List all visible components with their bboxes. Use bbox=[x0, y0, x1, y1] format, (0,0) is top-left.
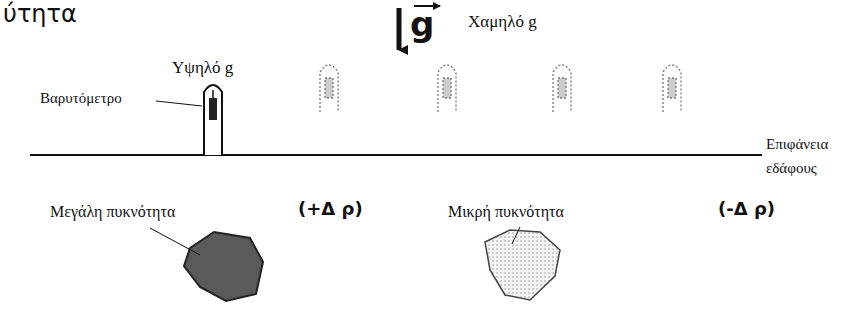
light-body bbox=[485, 230, 560, 300]
dense-body bbox=[184, 232, 263, 301]
gravity-arrow bbox=[397, 8, 402, 50]
gravimeter-positions bbox=[320, 65, 681, 112]
gravity-low: Χαμηλό g bbox=[468, 12, 537, 32]
part-name: Μεγάλη πυκνότητα bbox=[50, 203, 175, 221]
gravimeter bbox=[204, 85, 222, 155]
leader-line bbox=[512, 227, 520, 244]
title: ύτητα bbox=[3, 0, 77, 28]
leader-line bbox=[150, 228, 200, 255]
density-sign: (+Δ ρ) bbox=[298, 198, 363, 219]
part-name: Βαρυτόμετρο bbox=[40, 90, 122, 107]
part-name: Μικρή πυκνότητα bbox=[448, 203, 564, 221]
ground-label: Επιφάνεια εδάφους bbox=[766, 132, 842, 180]
vector-symbol: g bbox=[410, 4, 434, 44]
ground-line bbox=[30, 154, 762, 156]
density-sign: (-Δ ρ) bbox=[718, 198, 775, 219]
leader-line bbox=[156, 101, 202, 106]
gravity-high: Υψηλό g bbox=[172, 58, 233, 78]
